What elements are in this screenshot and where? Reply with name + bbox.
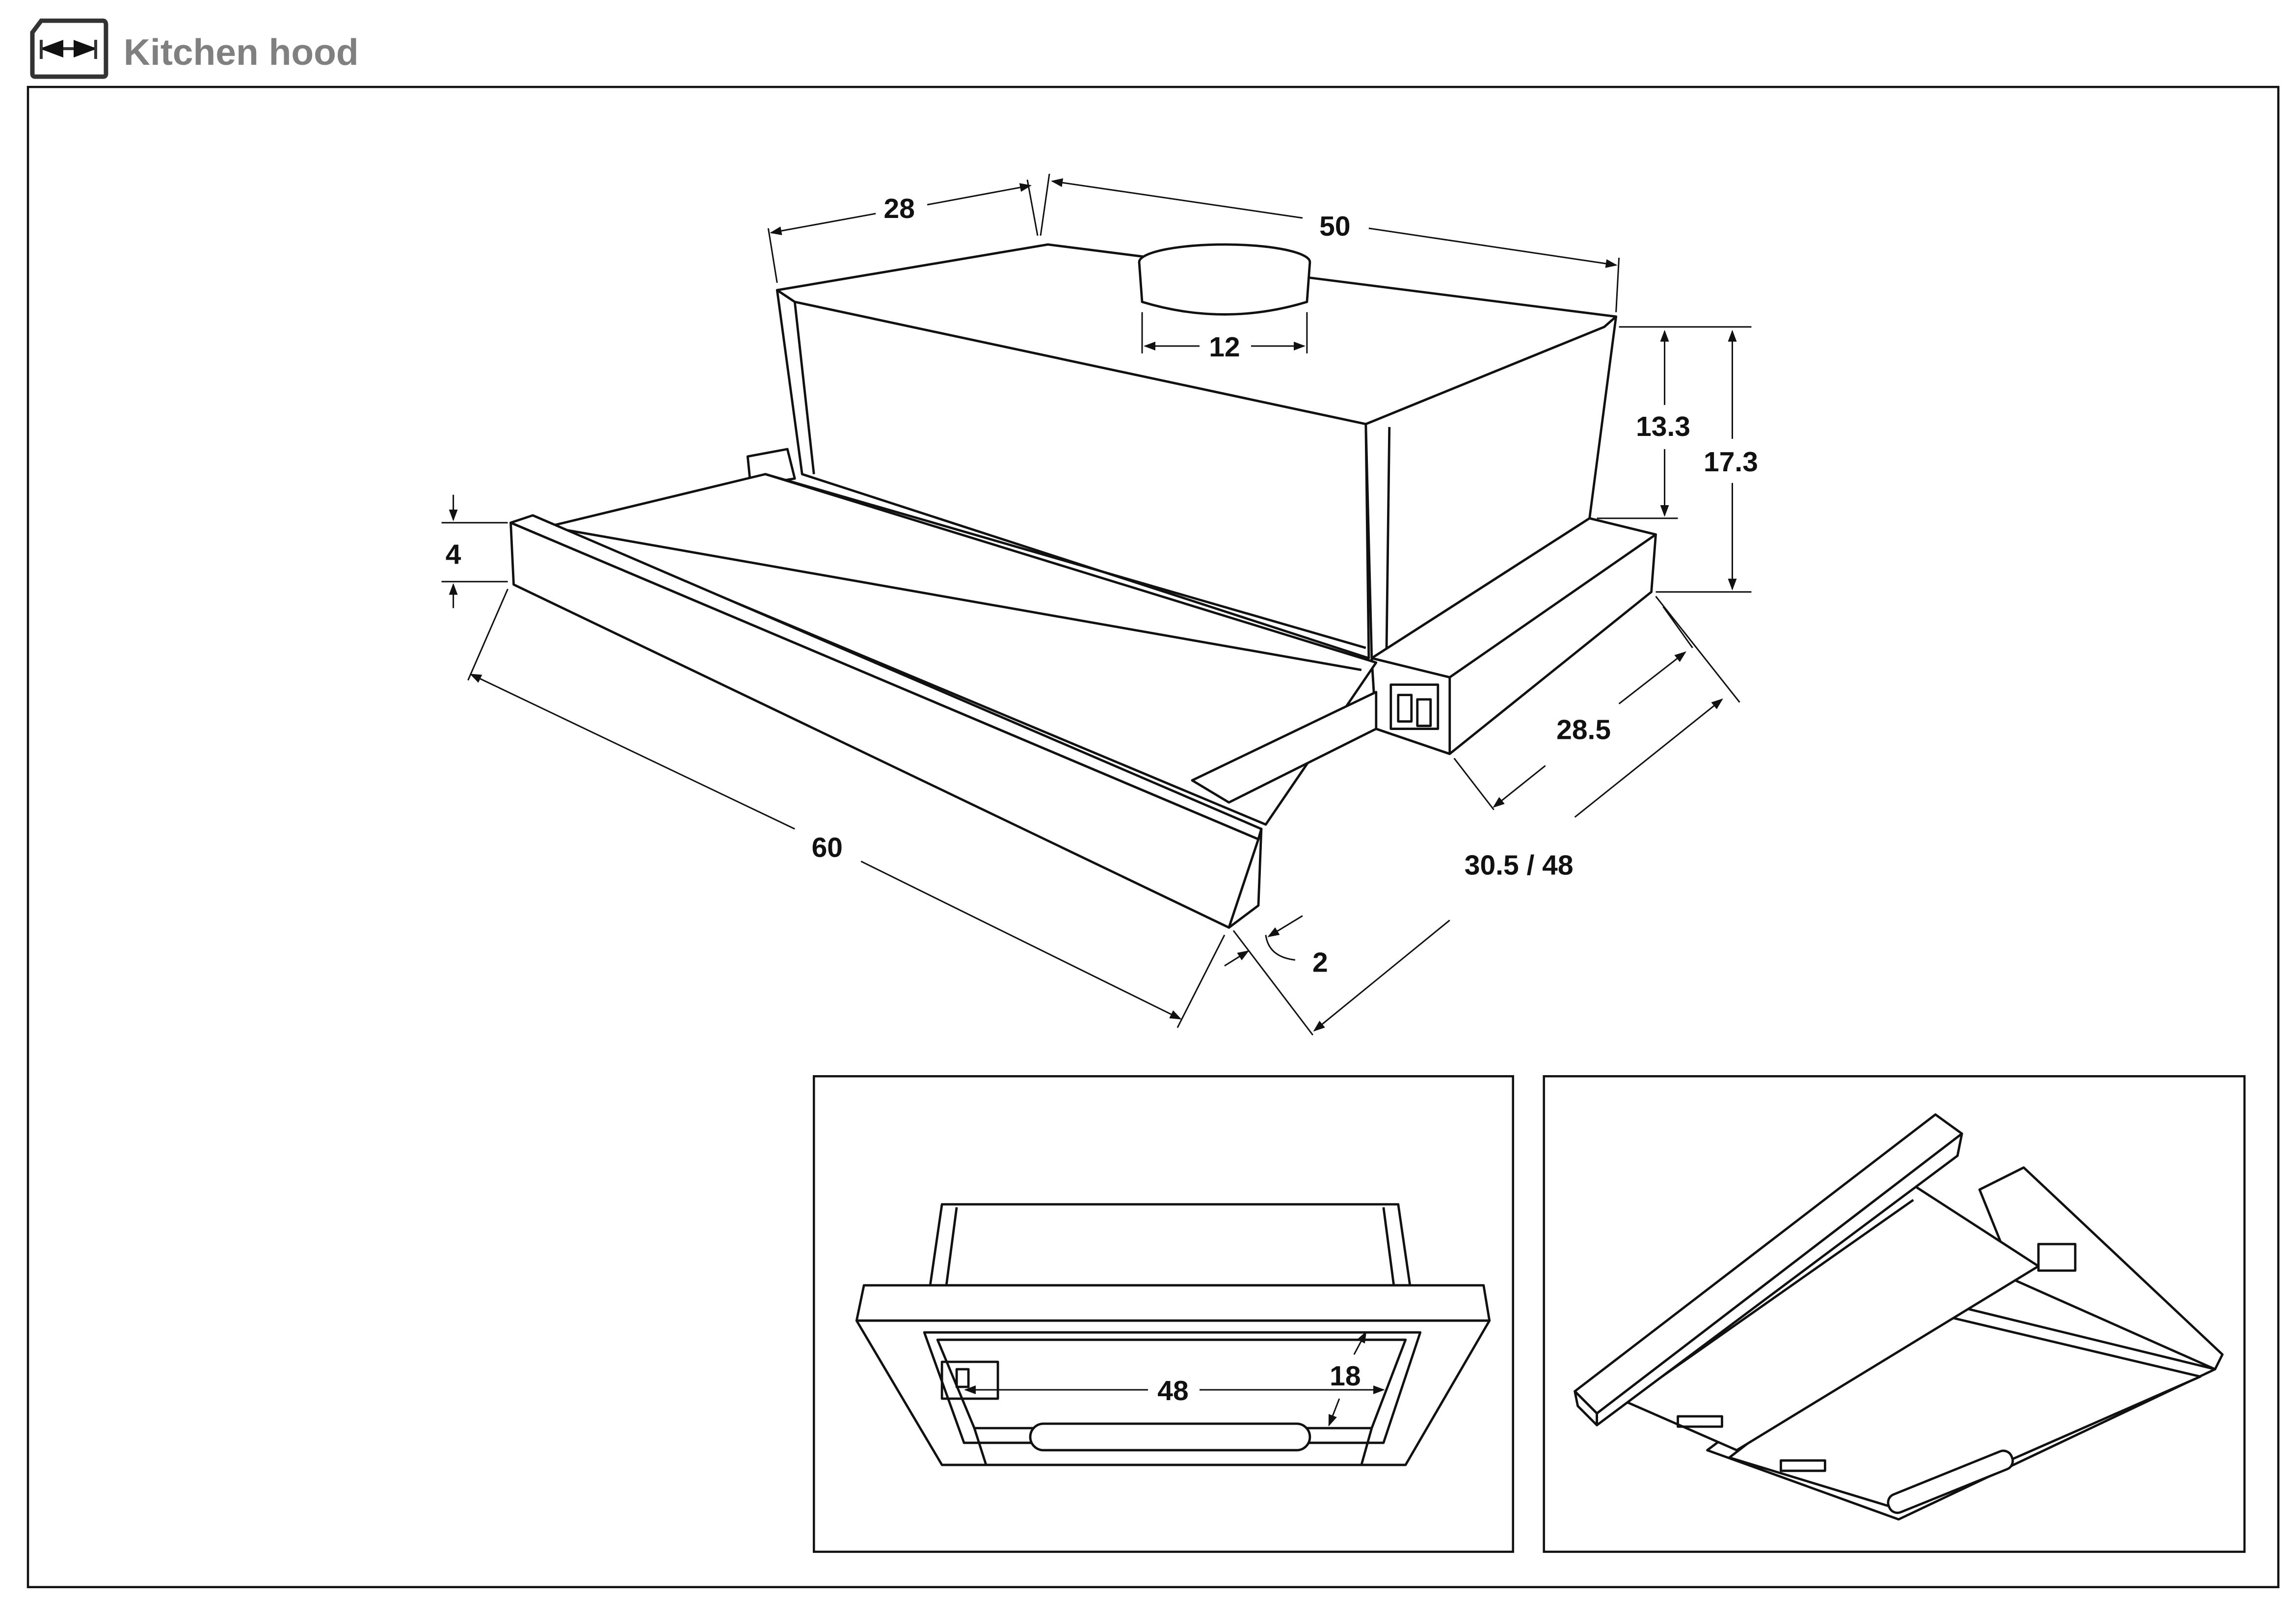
inset-front-view-frame (813, 1075, 1514, 1553)
drawing-frame (27, 85, 2280, 1589)
inset-extended-view-frame (1543, 1075, 2246, 1553)
dim-depth-top: 28 (884, 193, 915, 224)
hood-isometric-view (509, 243, 1657, 929)
dim-extended-depth: 30.5 / 48 (1465, 849, 1574, 881)
dim-total-height: 17.3 (1704, 446, 1758, 478)
dim-width-top: 50 (1319, 211, 1350, 242)
page-title: Kitchen hood (124, 31, 359, 73)
inset-extended-view (1574, 1113, 2224, 1521)
dim-width-front: 60 (812, 832, 843, 863)
dimension-lines (441, 173, 1752, 1036)
dim-body-height: 13.3 (1636, 411, 1690, 442)
dim-bar-depth: 2 (1312, 947, 1328, 978)
dimension-sheet-icon (30, 18, 108, 79)
dim-opening-depth: 18 (1330, 1360, 1361, 1392)
inset-front-view (855, 1203, 1491, 1466)
dim-opening-width: 48 (1157, 1375, 1188, 1407)
dim-front-bar-height: 4 (446, 539, 461, 570)
dim-base-depth: 28.5 (1556, 714, 1611, 746)
dim-outlet-diameter: 12 (1209, 331, 1240, 363)
control-switches (1389, 683, 1440, 730)
